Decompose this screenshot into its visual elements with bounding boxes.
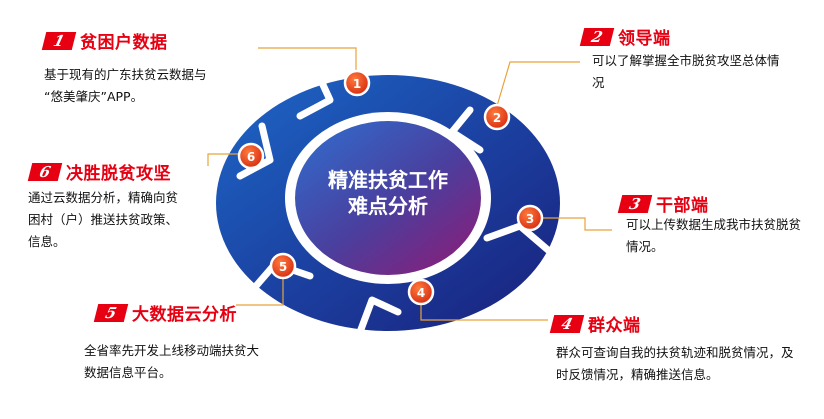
item-5-desc-line: 全省率先开发上线移动端扶贫大 [84, 343, 260, 358]
svg-text:6: 6 [247, 150, 255, 164]
item-1-desc-line: “悠美肇庆”APP。 [44, 89, 144, 104]
item-5-heading: 5 大数据云分析 [93, 300, 237, 325]
item-6-desc-line: 信息。 [28, 234, 66, 249]
item-1-desc-line: 基于现有的广东扶贫云数据与 [44, 67, 207, 82]
center-title-line2: 难点分析 [347, 194, 428, 218]
leader-line-2 [496, 61, 580, 107]
item-3-description: 可以上传数据生成我市扶贫脱贫 情况。 [626, 214, 801, 258]
svg-text:1: 1 [353, 77, 361, 91]
item-4-desc-line: 时反馈情况，精确推送信息。 [556, 367, 719, 382]
item-5-desc-line: 数据信息平台。 [84, 365, 172, 380]
item-4-desc-line: 群众可查询自我的扶贫轨迹和脱贫情况，及 [556, 345, 794, 360]
center-title-line1: 精准扶贫工作 [328, 168, 448, 192]
item-2-desc-line: 况 [592, 75, 605, 90]
item-5-description: 全省率先开发上线移动端扶贫大 数据信息平台。 [84, 340, 259, 384]
item-3-title: 干部端 [656, 196, 709, 216]
leader-line-6 [207, 153, 248, 166]
svg-text:4: 4 [417, 286, 425, 300]
item-2-description: 可以了解掌握全市脱贫攻坚总体情 况 [592, 50, 780, 94]
node-5: 5 [269, 252, 297, 280]
item-6-number-badge: 6 [27, 162, 63, 181]
svg-text:3: 3 [526, 212, 534, 226]
item-2-title: 领导端 [618, 29, 671, 49]
item-6-description: 通过云数据分析，精确向贫 困村（户）推送扶贫政策、 信息。 [28, 187, 178, 253]
item-4-number-badge: 4 [549, 314, 585, 333]
node-1: 1 [343, 69, 371, 97]
item-3-desc-line: 情况。 [626, 239, 664, 254]
item-6-title: 决胜脱贫攻坚 [66, 164, 171, 184]
node-2: 2 [483, 103, 511, 131]
item-4-description: 群众可查询自我的扶贫轨迹和脱贫情况，及 时反馈情况，精确推送信息。 [556, 342, 794, 386]
item-4-heading: 4 群众端 [549, 311, 641, 336]
item-1-heading: 1 贫困户数据 [41, 28, 168, 53]
item-6-desc-line: 困村（户）推送扶贫政策、 [28, 212, 179, 227]
leader-line-3 [530, 217, 612, 231]
center-disc [295, 121, 481, 275]
node-6: 6 [237, 142, 265, 170]
node-4: 4 [407, 278, 435, 306]
item-1-number-badge: 1 [41, 31, 77, 50]
svg-text:5: 5 [279, 260, 287, 274]
item-3-number-badge: 3 [617, 194, 653, 213]
item-3-desc-line: 可以上传数据生成我市扶贫脱贫 [626, 217, 802, 232]
node-3: 3 [516, 204, 544, 232]
item-6-heading: 6 决胜脱贫攻坚 [27, 159, 171, 184]
item-4-title: 群众端 [588, 316, 641, 336]
item-3-heading: 3 干部端 [617, 191, 709, 216]
item-5-title: 大数据云分析 [132, 305, 237, 325]
item-1-description: 基于现有的广东扶贫云数据与 “悠美肇庆”APP。 [44, 64, 207, 108]
leader-line-1 [258, 47, 357, 74]
item-5-number-badge: 5 [93, 303, 129, 322]
item-6-desc-line: 通过云数据分析，精确向贫 [28, 190, 179, 205]
item-2-heading: 2 领导端 [579, 24, 671, 49]
item-2-number-badge: 2 [579, 27, 615, 46]
item-1-title: 贫困户数据 [80, 33, 168, 53]
svg-text:2: 2 [493, 111, 501, 125]
item-2-desc-line: 可以了解掌握全市脱贫攻坚总体情 [592, 53, 780, 68]
